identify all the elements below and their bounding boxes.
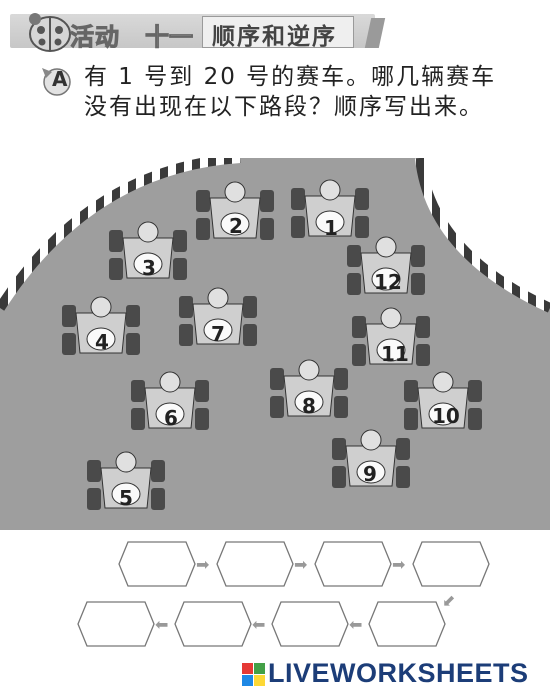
car-number: 6 — [164, 406, 178, 430]
question-text: 有 1 号到 20 号的赛车。哪几辆赛车没有出现在以下路段？顺序写出来。 — [84, 64, 497, 120]
footer-brand: LIVEWORKSHEETS — [268, 658, 529, 688]
topic-title: 顺序和逆序 — [212, 24, 337, 50]
question-letter: A — [52, 67, 68, 91]
race-car-5 — [83, 450, 169, 514]
race-car-1 — [287, 178, 373, 242]
logo-square-icon — [254, 663, 265, 674]
car-number: 10 — [432, 404, 460, 428]
car-number: 5 — [119, 486, 133, 510]
activity-label: 活动 — [70, 23, 120, 52]
answer-box-8[interactable] — [77, 601, 155, 647]
arrow-down-left-icon: ⬋ — [442, 591, 456, 610]
race-track: 2 1 3 12 — [0, 153, 550, 530]
answer-box-5[interactable] — [368, 601, 446, 647]
answer-box-6[interactable] — [271, 601, 349, 647]
logo-square-icon — [254, 675, 265, 686]
car-number: 9 — [363, 462, 377, 486]
arrow-right-icon: ➡ — [294, 555, 308, 574]
car-number: 3 — [142, 256, 156, 280]
car-number: 2 — [229, 214, 243, 238]
arrow-left-icon: ⬅ — [349, 615, 363, 634]
car-number: 7 — [211, 322, 225, 346]
race-car-4 — [58, 295, 144, 359]
answer-box-4[interactable] — [412, 541, 490, 587]
answer-box-3[interactable] — [314, 541, 392, 587]
race-car-icon — [196, 181, 274, 240]
activity-number: 十一 — [145, 23, 194, 52]
answer-box-1[interactable] — [118, 541, 196, 587]
race-car-8 — [266, 358, 352, 422]
race-car-icon — [131, 371, 209, 430]
question-badge-icon — [42, 68, 71, 96]
car-number: 8 — [302, 394, 316, 418]
arrow-right-icon: ➡ — [196, 555, 210, 574]
car-number: 12 — [374, 270, 402, 294]
logo-square-icon — [242, 675, 253, 686]
car-number: 11 — [381, 342, 409, 366]
race-car-6 — [127, 370, 213, 434]
race-car-9 — [328, 428, 414, 492]
activity-header: 活动 十一 顺序和逆序 — [0, 8, 550, 52]
race-car-icon — [109, 221, 187, 280]
race-car-icon — [291, 179, 369, 238]
race-car-icon — [87, 451, 165, 510]
race-car-icon — [352, 307, 430, 366]
answer-area: ➡ ➡ ➡ ⬋ ⬅ ⬅ ⬅ — [0, 535, 550, 655]
race-car-3 — [105, 220, 191, 284]
race-car-icon — [347, 236, 425, 295]
race-car-icon — [332, 429, 410, 488]
race-car-icon — [179, 287, 257, 346]
race-car-2 — [192, 180, 278, 244]
arrow-left-icon: ⬅ — [155, 615, 169, 634]
race-car-10 — [400, 370, 486, 434]
arrow-left-icon: ⬅ — [252, 615, 266, 634]
answer-box-2[interactable] — [216, 541, 294, 587]
race-car-7 — [175, 286, 261, 350]
race-car-icon — [270, 359, 348, 418]
race-car-icon — [404, 371, 482, 430]
answer-box-7[interactable] — [174, 601, 252, 647]
car-number: 4 — [95, 330, 109, 354]
race-car-icon — [62, 296, 140, 355]
ladybug-icon — [29, 13, 71, 52]
car-number: 1 — [324, 216, 338, 240]
race-car-11 — [348, 306, 434, 370]
logo-square-icon — [242, 663, 253, 674]
topic-box — [202, 16, 354, 48]
race-car-12 — [343, 235, 429, 299]
arrow-right-icon: ➡ — [392, 555, 406, 574]
liveworksheets-logo[interactable] — [240, 657, 540, 691]
